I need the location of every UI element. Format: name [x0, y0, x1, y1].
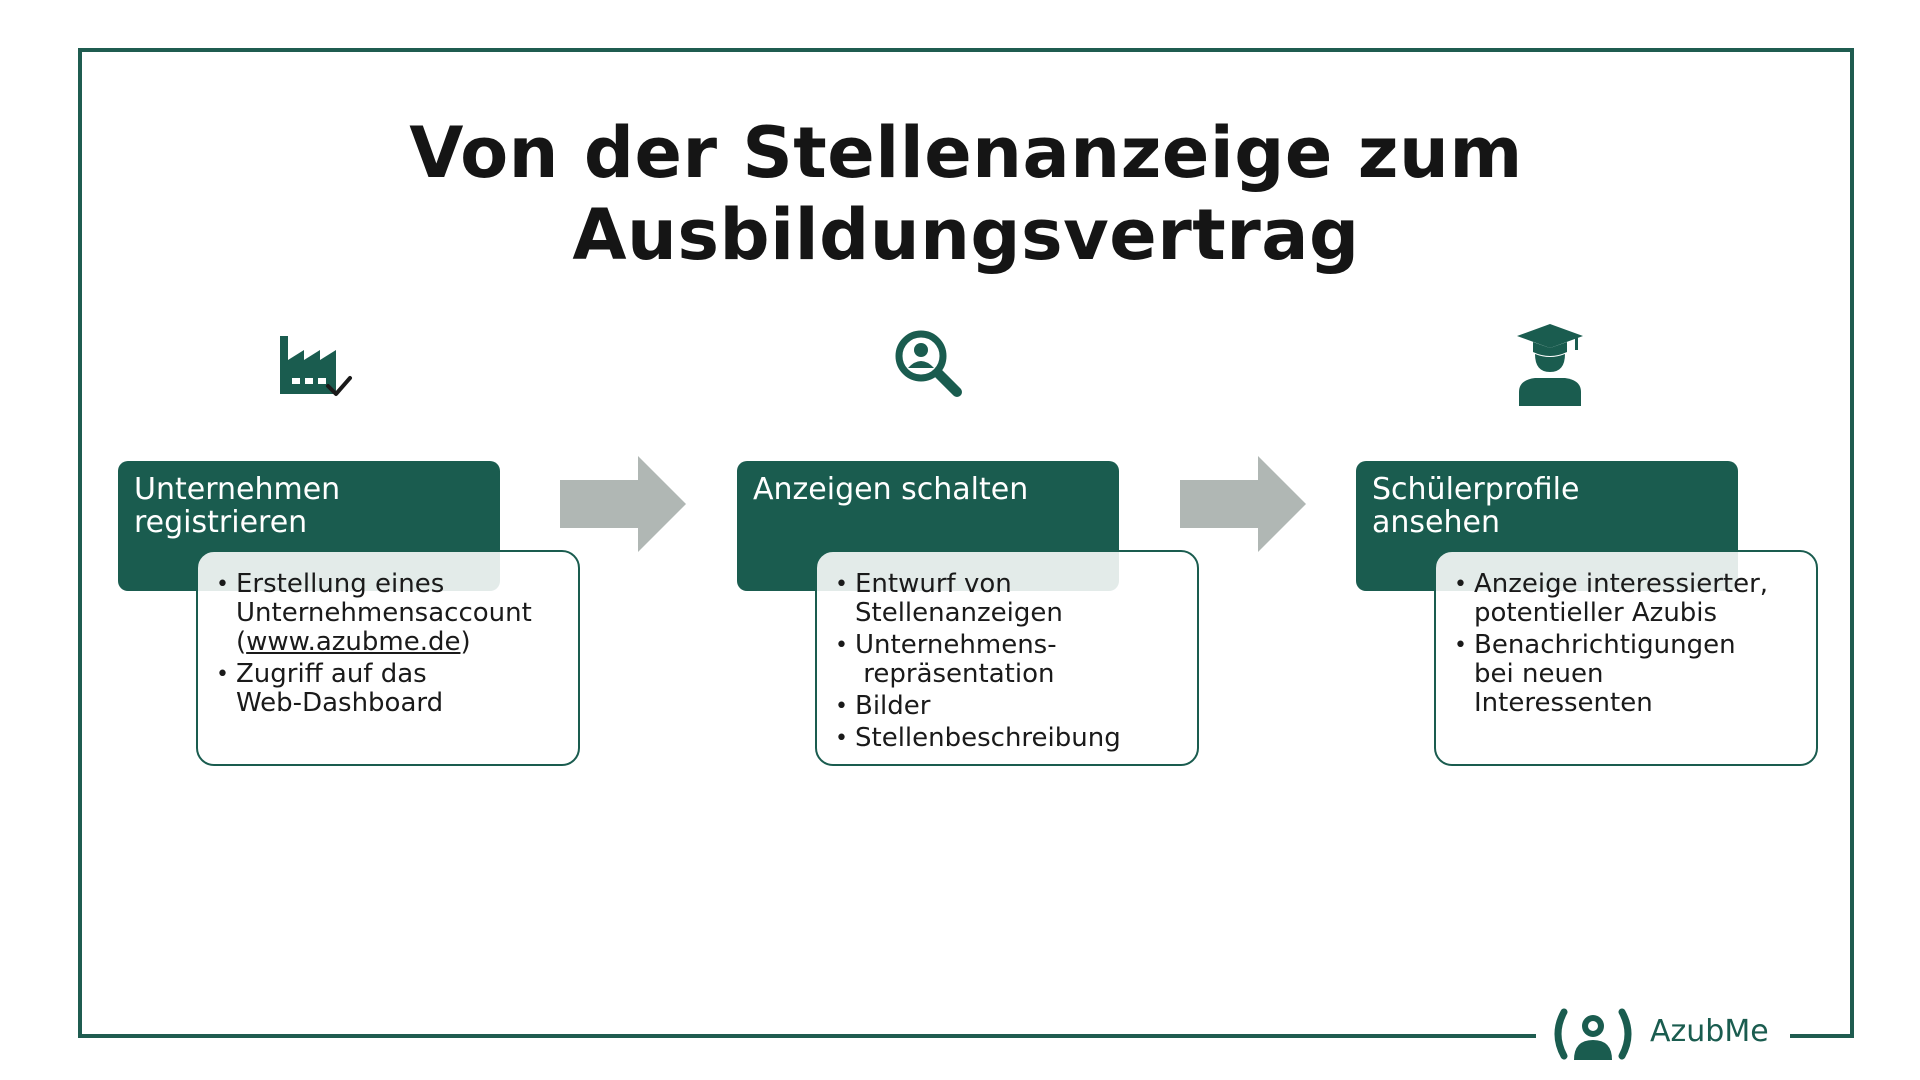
frame-border-right — [1850, 48, 1854, 1038]
step-2-heading-box: Anzeigen schalten — [737, 461, 1119, 591]
step-1-bullet-1: Erstellung eines Unternehmensaccount (ww… — [216, 570, 560, 657]
step-2-heading-line-1: Anzeigen schalten — [753, 472, 1029, 507]
frame-border-bottom-end — [1790, 1034, 1854, 1038]
step-2-detail-box: Entwurf von Stellenanzeigen Unternehmens… — [815, 550, 1199, 766]
step-2-bullet-2: Unternehmens- repräsentation — [835, 631, 1179, 689]
flow-arrow-1 — [560, 456, 686, 556]
frame-border-left — [78, 48, 82, 1038]
frame-border-bottom — [78, 1034, 1536, 1038]
azubme-logo-icon — [1548, 1002, 1638, 1066]
step-1-detail-box: Erstellung eines Unternehmensaccount (ww… — [196, 550, 580, 766]
step-1-heading-line-2: registrieren — [134, 505, 308, 540]
frame-border-top — [78, 48, 1854, 52]
azubme-logo-text: AzubMe — [1650, 1014, 1769, 1049]
step-1-heading-line-1: Unternehmen — [134, 472, 341, 507]
step-2-bullet-1: Entwurf von Stellenanzeigen — [835, 570, 1179, 628]
graduate-icon — [1515, 322, 1585, 406]
step-2-bullet-3: Bilder — [835, 692, 1179, 722]
step-3-heading-line-2: ansehen — [1372, 505, 1500, 540]
magnifier-person-icon — [893, 328, 965, 400]
step-3-detail-box: Anzeige interessierter, potentieller Azu… — [1434, 550, 1818, 766]
step-1-bullet-2: Zugriff auf das Web-Dashboard — [216, 660, 560, 718]
azubme-website-link[interactable]: www.azubme.de — [246, 627, 461, 657]
step-3-heading-line-1: Schülerprofile — [1372, 472, 1580, 507]
flow-arrow-2 — [1180, 456, 1306, 556]
step-3-bullet-2: Benachrichtigungen bei neuen Interessent… — [1454, 631, 1798, 718]
page-title: Von der Stellenanzeige zum Ausbildungsve… — [409, 112, 1523, 276]
step-3-bullet-1: Anzeige interessierter, potentieller Azu… — [1454, 570, 1798, 628]
step-2-bullet-4: Stellenbeschreibung — [835, 724, 1179, 754]
factory-check-icon — [278, 330, 354, 402]
